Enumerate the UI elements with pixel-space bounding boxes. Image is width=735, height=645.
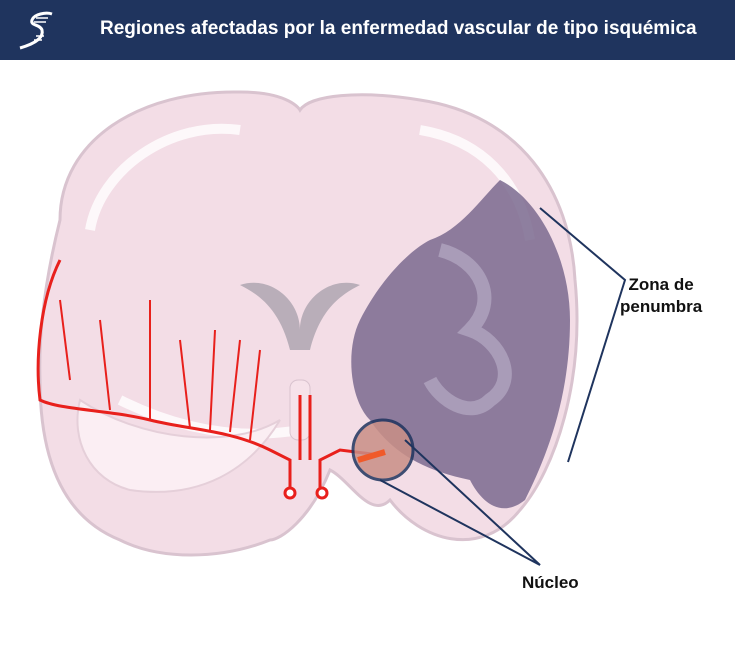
core-zone [351,418,415,482]
penumbra-zone [351,180,570,509]
penumbra-label: Zona de penumbra [620,274,702,318]
brain-diagram: Zona de penumbra Núcleo [0,60,735,640]
artery-cross-section-left [283,486,297,500]
penumbra-label-line2: penumbra [620,297,703,316]
callout-lines [379,207,627,566]
core-label: Núcleo [522,573,579,592]
artery-cross-section-right [315,486,329,500]
page-title: Regiones afectadas por la enfermedad vas… [100,18,697,39]
arteries [36,259,381,490]
penumbra-label-line1: Zona de [628,275,694,294]
header-bar: Regiones afectadas por la enfermedad vas… [0,0,735,60]
logo-icon [19,11,53,50]
